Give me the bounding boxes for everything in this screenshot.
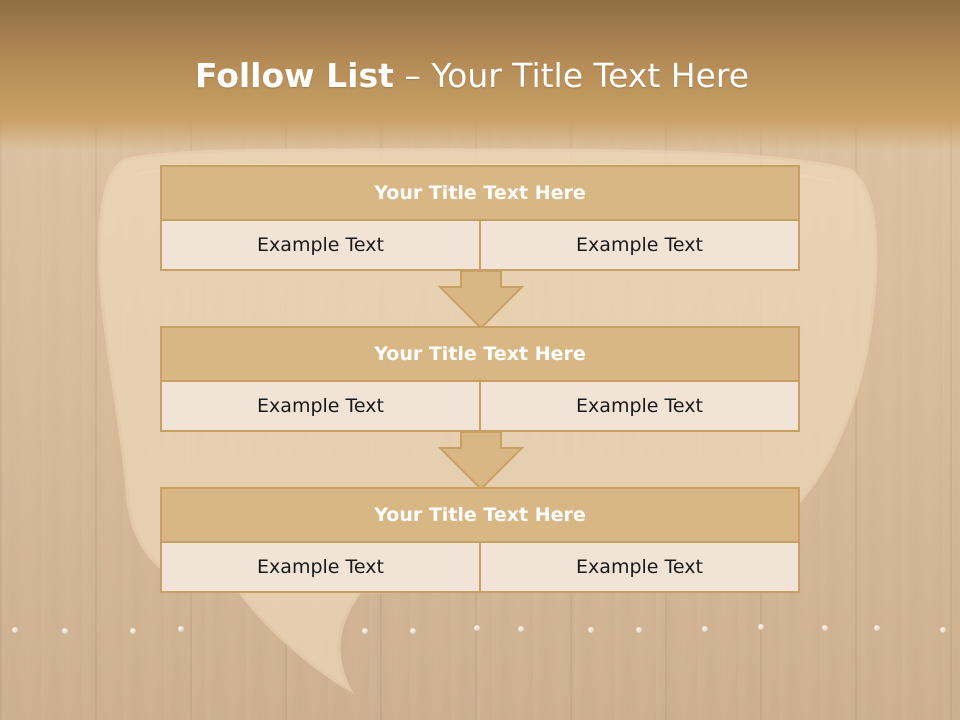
rivet xyxy=(758,624,764,630)
flow-step-3: Your Title Text Here Example Text Exampl… xyxy=(160,487,800,593)
rivet xyxy=(362,628,368,634)
flow-step-right-text: Example Text xyxy=(479,221,798,269)
rivet xyxy=(12,627,18,633)
rivet xyxy=(940,627,946,633)
title-header-band xyxy=(0,0,960,150)
flow-step-left-text: Example Text xyxy=(162,543,479,591)
flow-step-left-text: Example Text xyxy=(162,382,479,430)
flow-step-title: Your Title Text Here xyxy=(160,165,800,221)
down-arrow-icon xyxy=(438,431,524,491)
rivet xyxy=(702,626,708,632)
flow-step-title: Your Title Text Here xyxy=(160,326,800,382)
slide-title: Follow List – Your Title Text Here xyxy=(0,54,944,98)
flow-step-left-text: Example Text xyxy=(162,221,479,269)
rivet xyxy=(474,625,480,631)
rivet xyxy=(588,627,594,633)
flow-step-2: Your Title Text Here Example Text Exampl… xyxy=(160,326,800,432)
rivet xyxy=(874,625,880,631)
down-arrow-icon xyxy=(438,270,524,330)
rivet xyxy=(130,628,136,634)
rivet xyxy=(410,628,416,634)
rivet xyxy=(518,626,524,632)
flow-step-right-text: Example Text xyxy=(479,543,798,591)
flow-step-right-text: Example Text xyxy=(479,382,798,430)
slide-title-rest: – Your Title Text Here xyxy=(393,56,750,95)
flow-step-row: Example Text Example Text xyxy=(160,382,800,432)
flow-step-title: Your Title Text Here xyxy=(160,487,800,543)
rivet xyxy=(822,625,828,631)
rivet xyxy=(62,628,68,634)
rivet xyxy=(636,627,642,633)
flow-step-1: Your Title Text Here Example Text Exampl… xyxy=(160,165,800,271)
rivet xyxy=(178,626,184,632)
flow-step-row: Example Text Example Text xyxy=(160,221,800,271)
slide-title-bold: Follow List xyxy=(194,56,394,95)
flow-step-row: Example Text Example Text xyxy=(160,543,800,593)
